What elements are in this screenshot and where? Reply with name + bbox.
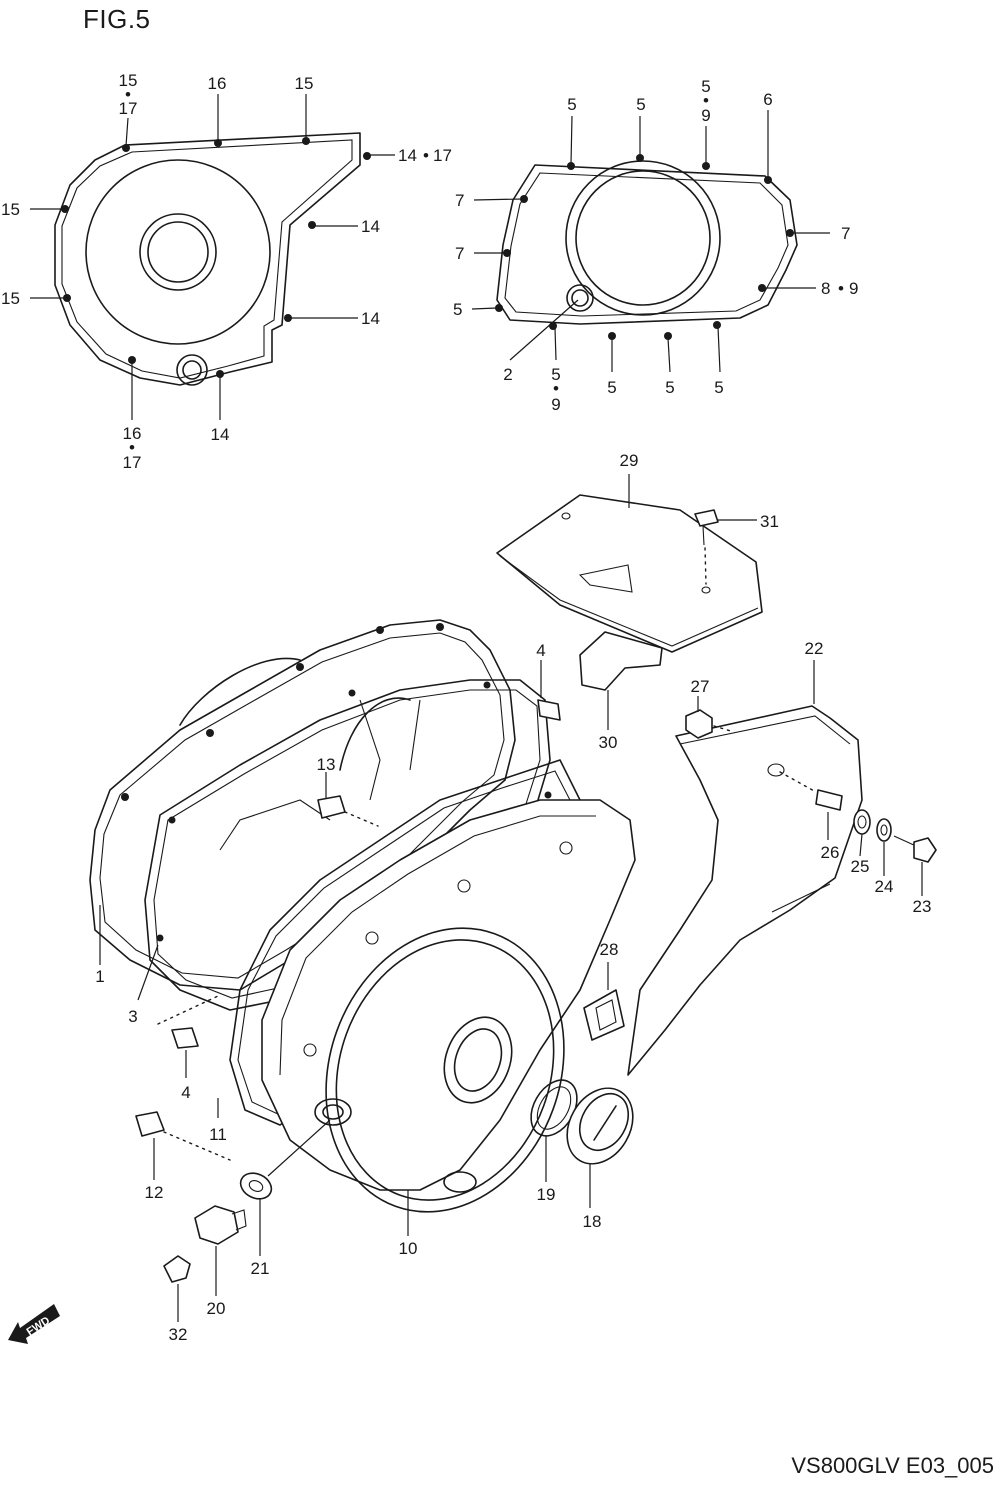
callout-label: 22: [805, 639, 824, 658]
callout-label: 17: [119, 99, 138, 118]
callout-label: 5: [453, 300, 462, 319]
part-20-bolt: [194, 1205, 247, 1296]
callout-label: 5: [636, 95, 645, 114]
part-26-collar: [779, 771, 843, 840]
part-4-dowel-upper: [537, 660, 561, 721]
callout-label: 5: [567, 95, 576, 114]
fwd-arrow-icon: FWD: [8, 1304, 60, 1344]
labels-main-assembly: 1 3 4 11 12 13 4 10 21 20 32 19 18 28 29…: [95, 451, 931, 1344]
callout-label: 9: [551, 395, 560, 414]
part-23-bolt: [893, 835, 937, 896]
callout-label: 7: [841, 224, 850, 243]
callout-label: 24: [875, 877, 894, 896]
leaders-generator-gasket: [30, 94, 395, 420]
callout-label: 14: [398, 146, 417, 165]
callout-label: 9: [849, 279, 858, 298]
callout-label: 25: [851, 857, 870, 876]
part-24-washer: [876, 818, 892, 876]
callout-label: 7: [455, 244, 464, 263]
part-30-block: [579, 631, 663, 730]
part-31-screw: [694, 509, 757, 585]
callout-label: 15: [1, 289, 20, 308]
callout-label: 5: [551, 365, 560, 384]
callout-label: 30: [599, 733, 618, 752]
callout-label: 15: [1, 200, 20, 219]
svg-text:•: •: [125, 85, 131, 104]
part-18-plug: [566, 1087, 634, 1208]
callout-label: 4: [536, 641, 545, 660]
callout-label: 16: [123, 424, 142, 443]
callout-label: 1: [95, 967, 104, 986]
svg-text:•: •: [423, 146, 429, 165]
callout-label: 14: [361, 309, 380, 328]
callout-label: 8: [821, 279, 830, 298]
callout-label: 21: [251, 1259, 270, 1278]
part-27-nut: [685, 696, 735, 739]
part-13-dowel: [317, 772, 379, 827]
callout-label: 28: [600, 940, 619, 959]
part-28-grommet: [583, 962, 625, 1041]
callout-label: 26: [821, 843, 840, 862]
callout-label: 6: [763, 90, 772, 109]
callout-label: 17: [433, 146, 452, 165]
callout-label: 2: [503, 365, 512, 384]
callout-label: 16: [208, 74, 227, 93]
callout-label: 11: [209, 1125, 227, 1144]
callout-label: 29: [620, 451, 639, 470]
svg-text:•: •: [553, 379, 559, 398]
callout-label: 31: [760, 512, 779, 531]
labels-generator-gasket: 15 • 17 16 15 14 • 17 14 14 15 15 16 • 1…: [1, 71, 452, 472]
callout-label: 7: [455, 191, 464, 210]
callout-label: 5: [607, 378, 616, 397]
leader-3: [137, 944, 159, 1001]
callout-label: 19: [537, 1185, 556, 1204]
callout-label: 14: [361, 217, 380, 236]
callout-label: 9: [701, 106, 710, 125]
callout-label: 5: [665, 378, 674, 397]
diagram-code: VS800GLV E03_005: [791, 1453, 994, 1478]
callout-label: 23: [913, 897, 932, 916]
figure-title: FIG.5: [83, 4, 151, 34]
callout-label: 27: [691, 677, 710, 696]
callout-label: 13: [317, 755, 336, 774]
svg-text:•: •: [703, 91, 709, 110]
callout-label: 32: [169, 1325, 188, 1344]
callout-label: 15: [119, 71, 138, 90]
labels-clutch-gasket: 5 5 5 • 9 6 7 7 7 8 • 9 5 2 5 • 9 5 5 5: [453, 77, 858, 414]
callout-label: 3: [128, 1007, 137, 1026]
part-21-washer: [239, 1119, 331, 1256]
part-4-dowel-lower: [157, 995, 219, 1078]
callout-label: 17: [123, 453, 142, 472]
callout-label: 5: [714, 378, 723, 397]
svg-text:•: •: [838, 279, 844, 298]
callout-label: 5: [701, 77, 710, 96]
generator-cover-gasket: [54, 132, 371, 386]
leaders-clutch-gasket: [471, 110, 830, 373]
clutch-cover-gasket: [495, 154, 798, 340]
callout-label: 15: [295, 74, 314, 93]
part-22-side-cover: [627, 660, 863, 1076]
callout-label: 10: [399, 1239, 418, 1258]
callout-label: 18: [583, 1212, 602, 1231]
part-12-dowel: [135, 1111, 231, 1180]
callout-label: 20: [207, 1299, 226, 1318]
callout-label: 4: [181, 1083, 190, 1102]
callout-label: 14: [211, 425, 230, 444]
part-25-bushing: [853, 809, 871, 857]
callout-label: 12: [145, 1183, 164, 1202]
part-32-cap: [163, 1255, 191, 1322]
svg-text:•: •: [129, 438, 135, 457]
part-29-top-cover: [496, 494, 763, 653]
part-10-clutch-cover: [261, 799, 636, 1213]
